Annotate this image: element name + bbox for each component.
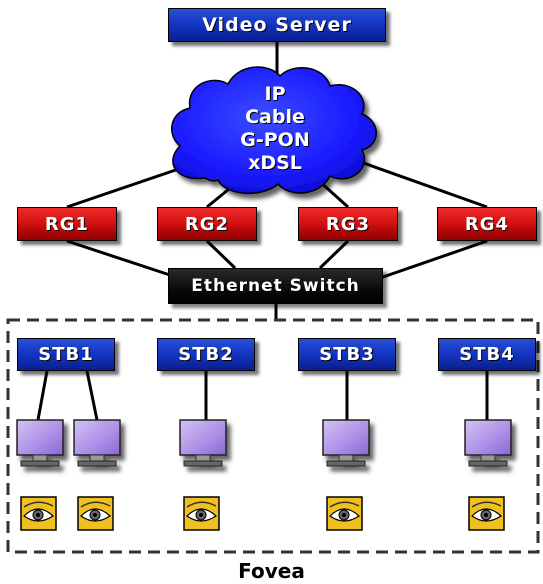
set-top-box-stb2: STB2	[157, 338, 255, 371]
gateway-rg3: RG3	[298, 207, 398, 241]
monitors	[16, 419, 512, 467]
set-top-box-stb1: STB1	[17, 338, 115, 371]
video-server-box: Video Server	[168, 8, 386, 42]
eye-icon	[20, 496, 57, 531]
eye-icons	[20, 496, 505, 531]
gateway-label: RG1	[44, 213, 90, 235]
eye-icon	[183, 496, 220, 531]
eye-icon	[77, 496, 114, 531]
gateway-label: RG2	[184, 213, 230, 235]
cloud-label-gpon: G-PON	[240, 129, 310, 151]
fovea-boundary	[6, 318, 540, 554]
cloud-label-ip: IP	[264, 83, 286, 105]
cloud-label-xdsl: xDSL	[248, 152, 302, 174]
gateway-label: RG4	[464, 213, 510, 235]
stb-label: STB1	[38, 344, 94, 365]
fovea-group-label: Fovea	[238, 559, 305, 583]
video-server-label: Video Server	[202, 14, 352, 36]
gateway-label: RG3	[325, 213, 371, 235]
monitor-icon	[16, 419, 64, 467]
monitor-icon	[73, 419, 121, 467]
cloud-label-cable: Cable	[245, 106, 305, 128]
set-top-box-stb3: STB3	[298, 338, 396, 371]
eye-icon	[326, 496, 363, 531]
gateway-rg2: RG2	[157, 207, 257, 241]
stb-label: STB3	[319, 344, 375, 365]
set-top-box-stb4: STB4	[438, 338, 536, 371]
ethernet-switch-box: Ethernet Switch	[168, 268, 383, 304]
monitor-icon	[464, 419, 512, 467]
stb-label: STB4	[459, 344, 515, 365]
ethernet-switch-label: Ethernet Switch	[191, 276, 360, 296]
gateway-rg4: RG4	[437, 207, 537, 241]
network-cloud	[170, 66, 377, 195]
gateway-rg1: RG1	[17, 207, 117, 241]
monitor-icon	[179, 419, 227, 467]
monitor-icon	[322, 419, 370, 467]
eye-icon	[468, 496, 505, 531]
stb-label: STB2	[178, 344, 234, 365]
